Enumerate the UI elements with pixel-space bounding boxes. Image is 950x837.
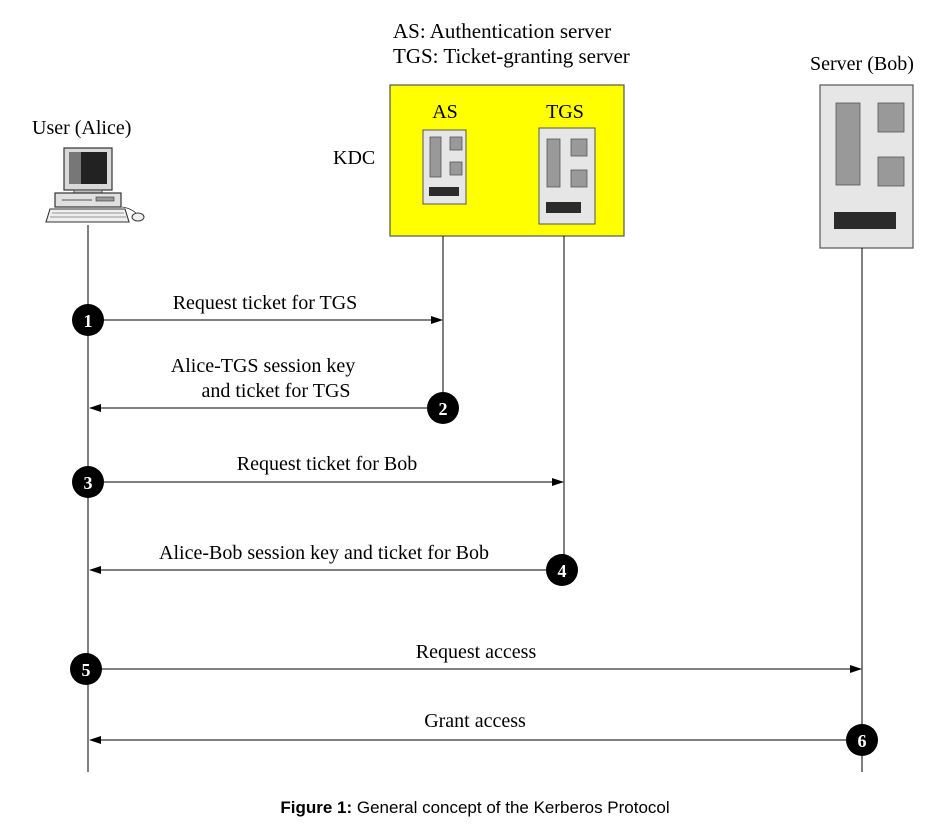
tgs-label: TGS [546,101,584,123]
server-label: Server (Bob) [810,53,914,75]
figure-caption-label: Figure 1: [280,798,353,817]
message-3-label: Request ticket for Bob [237,453,418,475]
kdc-label: KDC [333,147,375,169]
as-server-icon [422,129,467,205]
legend-tgs: TGS: Ticket-granting server [393,44,630,68]
step-1-number: 1 [84,311,93,331]
bob-server-icon [819,84,914,249]
as-label: AS [432,101,458,123]
step-5-badge: 5 [70,653,102,685]
tgs-server-icon [538,127,596,225]
step-4-badge: 4 [546,554,578,586]
message-5-label: Request access [416,641,537,663]
message-4-label: Alice-Bob session key and ticket for Bob [159,542,489,564]
step-3-number: 3 [84,473,93,493]
user-label: User (Alice) [32,117,131,139]
computer-icon [45,147,145,223]
message-6-label: Grant access [424,710,526,732]
step-3-badge: 3 [72,466,104,498]
figure-caption-text: General concept of the Kerberos Protocol [352,798,670,817]
step-1-badge: 1 [72,304,104,336]
step-4-number: 4 [558,561,567,581]
step-2-number: 2 [439,399,448,419]
step-5-number: 5 [82,660,91,680]
step-6-number: 6 [858,731,867,751]
legend-as: AS: Authentication server [393,19,611,43]
step-2-badge: 2 [427,392,459,424]
kerberos-sequence-diagram: AS: Authentication server TGS: Ticket-gr… [32,19,914,772]
figure-caption: Figure 1: General concept of the Kerbero… [0,798,950,818]
step-6-badge: 6 [846,724,878,756]
message-1-label: Request ticket for TGS [173,292,358,314]
message-2-label-line2: and ticket for TGS [201,380,350,402]
message-2-label-line1: Alice-TGS session key [171,355,355,377]
